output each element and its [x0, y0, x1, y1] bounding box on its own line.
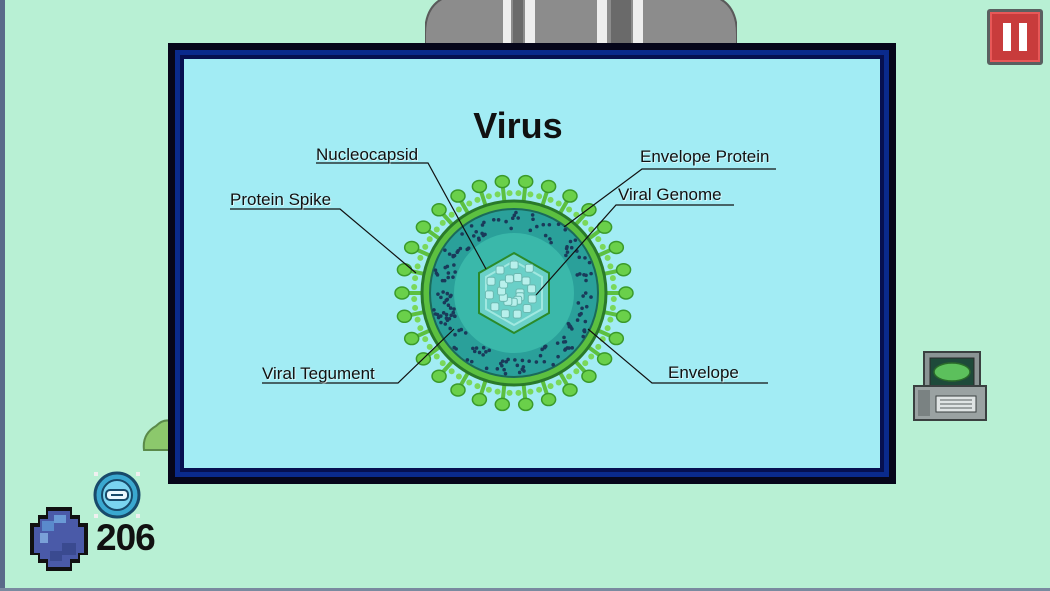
label-protein-spike: Protein Spike: [230, 190, 332, 209]
virus-diagram: [230, 162, 776, 412]
lab-machine-icon: [425, 0, 737, 54]
virus-icon: [394, 174, 634, 412]
pause-button[interactable]: [987, 9, 1043, 65]
label-viral-genome: Viral Genome: [618, 185, 722, 204]
gem-icon: [30, 507, 88, 571]
left-edge-strip: [0, 0, 5, 591]
label-envelope-protein: Envelope Protein: [640, 147, 770, 166]
board-border: Virus Nucleocapsid Envelope Protein Prot…: [175, 50, 889, 477]
bottom-edge-strip: [0, 588, 1050, 591]
coin-icon[interactable]: [92, 470, 142, 520]
board-screen: Virus Nucleocapsid Envelope Protein Prot…: [184, 59, 880, 468]
gem-count: 206: [96, 517, 156, 558]
label-viral-tegument: Viral Tegument: [262, 364, 375, 383]
diagram-title: Virus: [473, 105, 563, 146]
info-board: Virus Nucleocapsid Envelope Protein Prot…: [168, 43, 896, 484]
label-nucleocapsid: Nucleocapsid: [316, 145, 419, 164]
label-envelope: Envelope: [668, 363, 739, 382]
board-border-inner: Virus Nucleocapsid Envelope Protein Prot…: [180, 55, 884, 472]
computer-terminal-icon[interactable]: [912, 350, 988, 422]
